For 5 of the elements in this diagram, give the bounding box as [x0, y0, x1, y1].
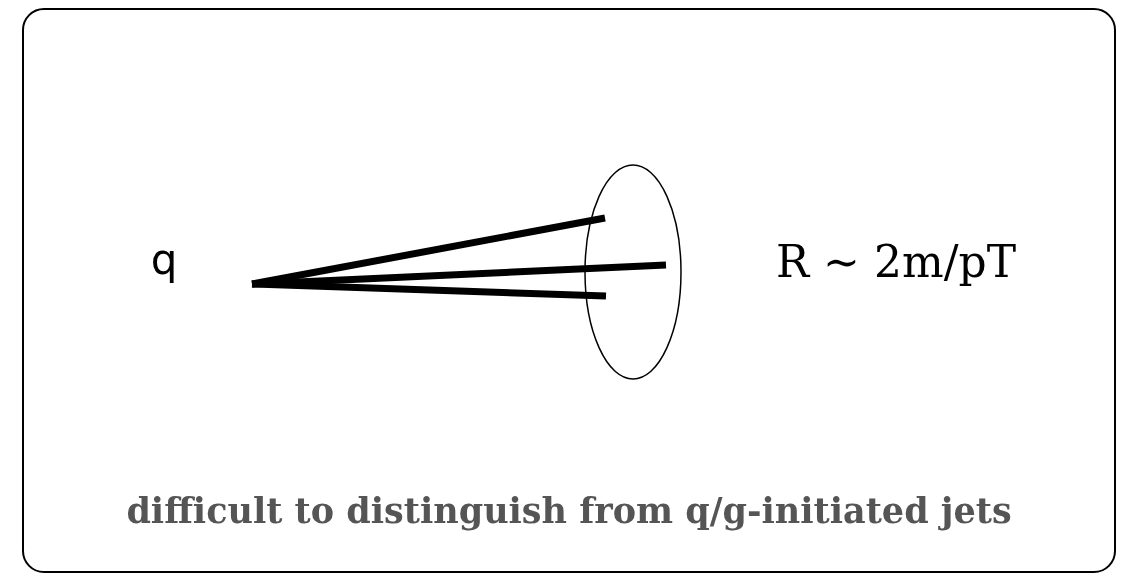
radius-formula: R ∼ 2m/pT: [776, 236, 1017, 287]
jet-cone-ellipse: [584, 164, 682, 380]
quark-label: q: [140, 232, 188, 288]
particle-track-line: [251, 280, 607, 300]
caption-text: difficult to distinguish from q/g-initiated jets: [125, 490, 1013, 531]
